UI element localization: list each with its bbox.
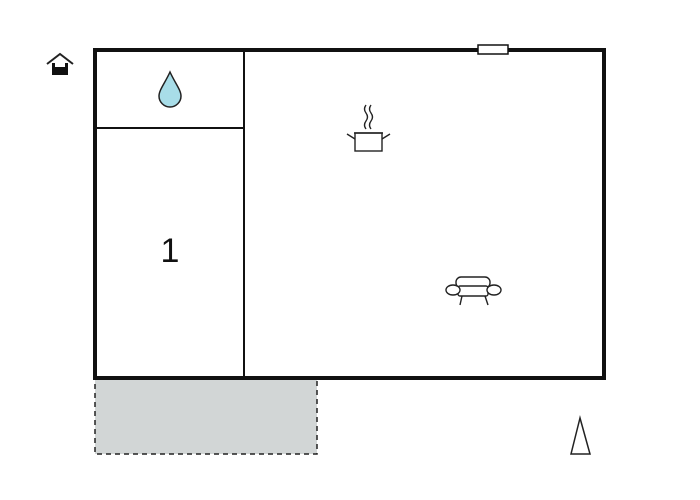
- terrace: [94, 377, 318, 455]
- north-arrow-icon: [570, 415, 591, 455]
- outer-wall: [93, 48, 606, 380]
- cooking-pot-icon: [346, 104, 391, 152]
- water-drop-icon: [158, 70, 182, 108]
- bedroom-label: 1: [161, 232, 180, 270]
- sofa-icon: [445, 276, 502, 306]
- house-entrance-icon: [46, 52, 74, 75]
- window-icon: [477, 44, 509, 55]
